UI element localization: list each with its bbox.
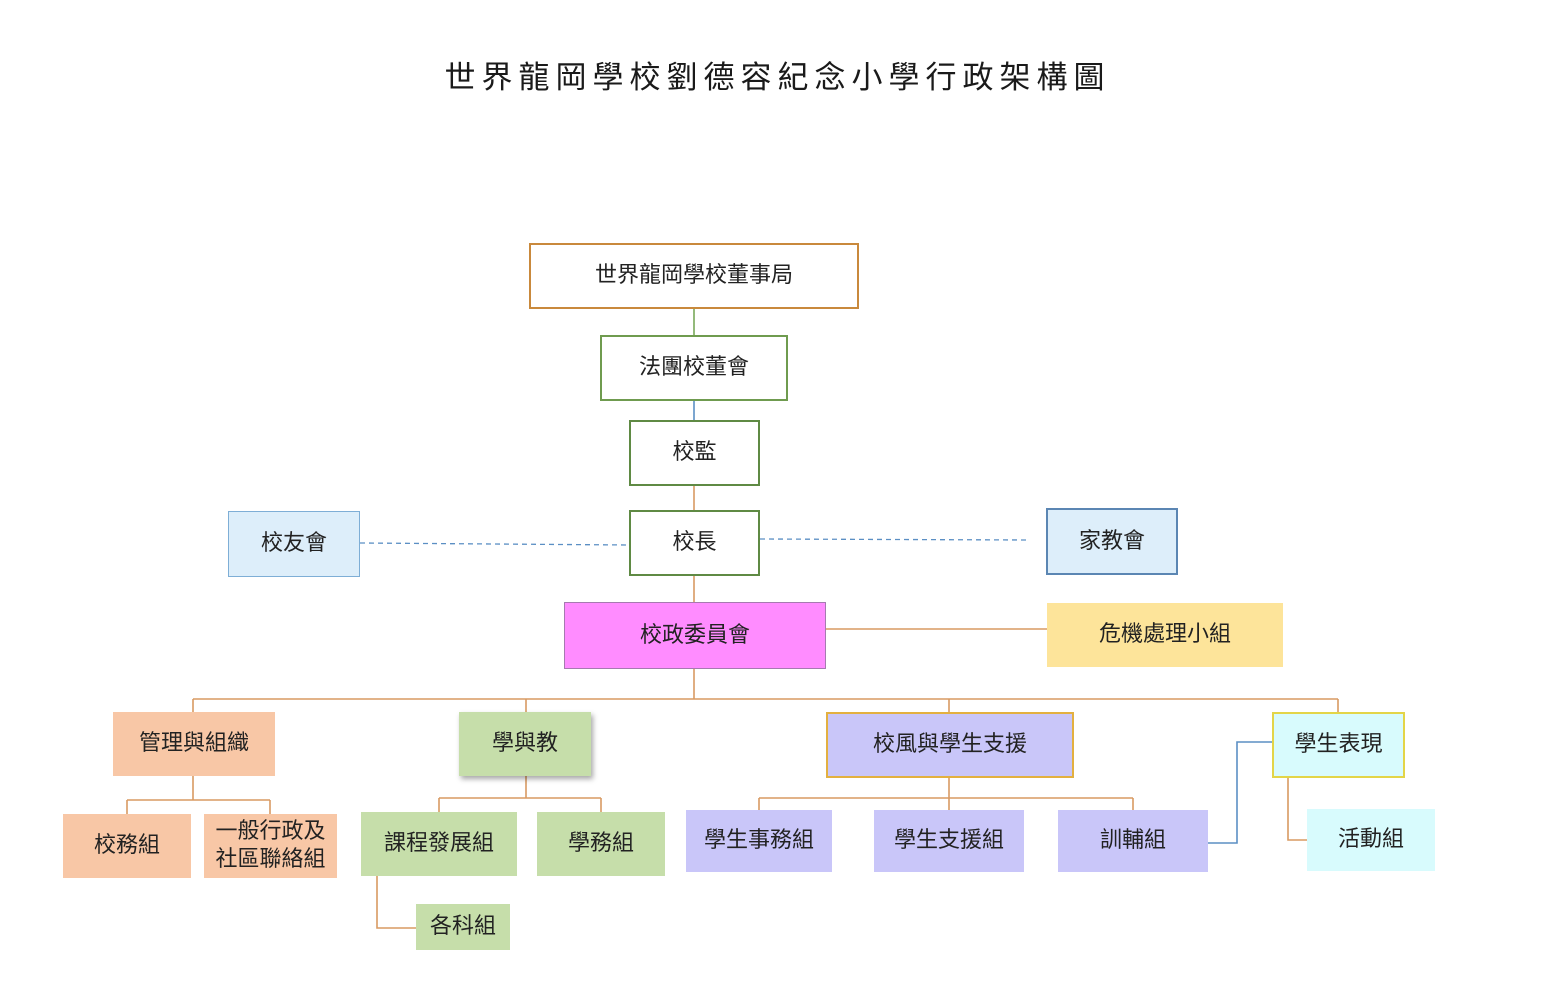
school-affairs-label: 校務組 <box>93 833 160 858</box>
school-board-box: 世界龍岡學校董事局 <box>529 243 859 309</box>
general-admin-community-box: 一般行政及 社區聯絡組 <box>204 814 337 878</box>
learning-teaching-box: 學與教 <box>459 712 591 776</box>
activities-box: 活動組 <box>1307 809 1435 871</box>
alumni-association-box: 校友會 <box>228 511 360 577</box>
student-performance-box: 學生表現 <box>1272 712 1405 778</box>
curriculum-development-box: 課程發展組 <box>361 812 517 876</box>
principal-alumni-dashed-line <box>359 542 630 546</box>
school-affairs-box: 校務組 <box>63 814 191 878</box>
incorporated-management-committee-box: 法團校董會 <box>600 335 788 401</box>
incorporated-management-committee-label: 法團校董會 <box>638 355 749 380</box>
crisis-management-team-label: 危機處理小組 <box>1098 622 1231 647</box>
guidance-performance-line <box>1208 741 1272 844</box>
management-organization-box: 管理與組織 <box>113 712 275 776</box>
parent-teacher-association-label: 家教會 <box>1078 528 1145 554</box>
student-performance-label: 學生表現 <box>1294 732 1383 757</box>
general-admin-label-line2: 社區聯絡組 <box>215 847 326 872</box>
school-administration-committee-box: 校政委員會 <box>564 602 826 669</box>
management-organization-label: 管理與組織 <box>138 731 249 756</box>
learning-teaching-label: 學與教 <box>491 731 558 756</box>
alumni-association-label: 校友會 <box>260 531 327 556</box>
parent-teacher-association-box: 家教會 <box>1046 508 1178 575</box>
page-title: 世界龍岡學校劉德容紀念小學行政架構圖 <box>444 60 1111 96</box>
principal-pta-dashed-line <box>759 538 1031 541</box>
school-board-label: 世界龍岡學校董事局 <box>594 263 793 288</box>
supervisor-label: 校監 <box>672 440 717 465</box>
activities-label: 活動組 <box>1337 827 1404 852</box>
student-support-box: 學生支援組 <box>874 810 1024 872</box>
principal-label: 校長 <box>672 530 717 555</box>
academic-affairs-box: 學務組 <box>537 812 665 876</box>
student-affairs-box: 學生事務組 <box>686 810 832 872</box>
guidance-discipline-label: 訓輔組 <box>1099 828 1166 853</box>
ethos-student-support-box: 校風與學生支援 <box>826 712 1074 778</box>
supervisor-box: 校監 <box>629 420 760 486</box>
curriculum-development-label: 課程發展組 <box>383 831 494 856</box>
subject-panels-label: 各科組 <box>429 914 496 939</box>
school-administration-committee-label: 校政委員會 <box>639 622 750 648</box>
general-admin-label-line1: 一般行政及 <box>215 819 326 844</box>
performance-activities-line <box>1287 778 1307 841</box>
academic-affairs-label: 學務組 <box>567 831 634 856</box>
student-support-label: 學生支援組 <box>893 828 1004 853</box>
crisis-management-team-box: 危機處理小組 <box>1047 603 1283 667</box>
student-affairs-label: 學生事務組 <box>703 828 814 853</box>
subject-panels-box: 各科組 <box>416 904 510 950</box>
curriculum-subjects-line <box>376 876 416 929</box>
principal-box: 校長 <box>629 510 760 576</box>
guidance-discipline-box: 訓輔組 <box>1058 810 1208 872</box>
ethos-student-support-label: 校風與學生支援 <box>872 732 1027 757</box>
